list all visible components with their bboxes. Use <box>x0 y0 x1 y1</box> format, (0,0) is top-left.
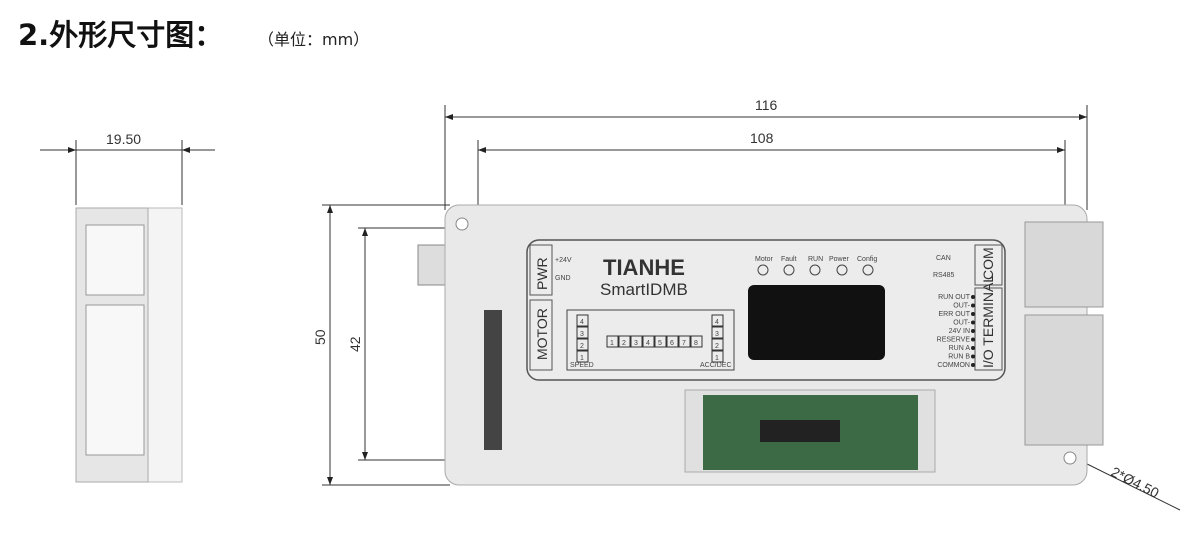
model-name: SmartIDMB <box>600 280 688 299</box>
speed-cell <box>576 326 589 339</box>
dip-cell <box>618 335 631 348</box>
dip-cell <box>666 335 679 348</box>
acc-number: 2 <box>715 343 719 350</box>
dim-hole-height: 42 <box>347 336 363 352</box>
dip-number: 4 <box>646 340 650 347</box>
led-label: Fault <box>781 256 797 263</box>
dip-switch-legend: 1 2 3 4 5 6 7 8 4 4 3 3 2 2 1 1 <box>576 314 724 363</box>
page-title: 2.外形尺寸图： <box>18 18 224 52</box>
side-view: 19.50 <box>40 131 215 483</box>
dip-cell <box>606 335 619 348</box>
dim-hole-spacing: 108 <box>750 130 774 146</box>
dip-number: 1 <box>610 340 614 347</box>
acc-cell <box>711 338 724 351</box>
dim-total-height: 50 <box>312 329 328 345</box>
speed-cell <box>576 314 589 327</box>
speed-number: 4 <box>580 319 584 326</box>
io-pin-dot <box>971 354 975 359</box>
dim-side-width: 19.50 <box>106 131 141 147</box>
io-pin-label: 24V IN <box>949 328 970 335</box>
led-label: Config <box>857 256 877 263</box>
led-row: Motor Fault RUN Power Config <box>755 256 877 276</box>
com-pin: CAN <box>936 255 951 262</box>
unit-note: （单位：mm） <box>258 30 370 49</box>
io-pin-label: RUN A <box>949 345 971 352</box>
io-pin-dot <box>971 337 975 342</box>
io-pin-dot <box>971 312 975 316</box>
dip-cell <box>642 335 655 348</box>
io-pin-dot <box>971 303 975 308</box>
io-pin-label: OUT- <box>953 320 970 327</box>
dip-number: 5 <box>658 340 662 347</box>
io-pin-label: RESERVE <box>937 337 971 344</box>
io-pin-dot <box>971 329 975 333</box>
io-pin-label: RUN OUT <box>938 294 971 301</box>
acc-number: 1 <box>715 355 719 362</box>
led-label: RUN <box>808 256 823 263</box>
com-label: COM <box>980 247 996 280</box>
acc-cell <box>711 314 724 327</box>
io-pin-dot <box>971 363 975 367</box>
io-pin-dot <box>971 295 975 299</box>
dip-cell <box>690 335 703 348</box>
acc-number: 3 <box>715 331 719 338</box>
brand-logo: TIANHE <box>603 255 685 280</box>
io-pin-label: RUN B <box>948 354 970 361</box>
led-label: Power <box>829 256 850 263</box>
dip-caption: ACC/DEC <box>700 362 732 369</box>
dip-cell <box>678 335 691 348</box>
dip-number: 8 <box>694 340 698 347</box>
io-pin-dot <box>971 346 975 350</box>
dim-total-length: 116 <box>755 97 778 113</box>
led-label: Motor <box>755 256 774 263</box>
dip-cell <box>654 335 667 348</box>
dip-number: 2 <box>622 340 626 347</box>
io-terminal-label: I/O TERMINAL <box>980 275 996 368</box>
dim-holes: 2*Ø4.50 <box>1109 463 1162 501</box>
io-pin-label: OUT- <box>953 303 970 310</box>
pwr-label: PWR <box>534 257 550 290</box>
dip-caption: SPEED <box>570 362 594 369</box>
speed-number: 2 <box>580 343 584 350</box>
io-pin-dot <box>971 320 975 325</box>
acc-cell <box>711 326 724 339</box>
speed-number: 3 <box>580 331 584 338</box>
display-screen <box>748 285 885 360</box>
speed-cell <box>576 350 589 363</box>
io-pin-label: ERR OUT <box>939 311 971 318</box>
motor-label: MOTOR <box>534 308 550 360</box>
pwr-pin: GND <box>555 275 571 282</box>
acc-number: 4 <box>715 319 719 326</box>
dip-number: 3 <box>634 340 638 347</box>
speed-number: 1 <box>580 355 584 362</box>
com-pin: RS485 <box>933 272 955 279</box>
dip-number: 7 <box>682 340 686 347</box>
io-pin-label: COMMON <box>937 362 970 369</box>
device-body: PWR +24V GND MOTOR TIANHE SmartIDMB Moto… <box>417 204 1104 486</box>
dip-cell <box>630 335 643 348</box>
speed-cell <box>576 338 589 351</box>
pwr-pin: +24V <box>555 257 572 264</box>
dip-number: 6 <box>670 340 674 347</box>
acc-cell <box>711 350 724 363</box>
